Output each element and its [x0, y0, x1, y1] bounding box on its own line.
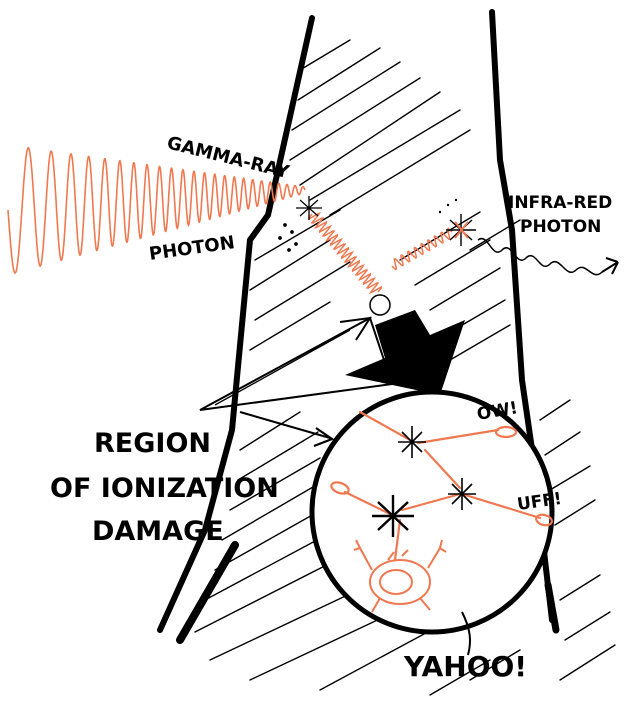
- electron-circle: [370, 295, 390, 315]
- scattered-photon-wave: [309, 213, 452, 292]
- magnifier-pointer: [200, 318, 392, 410]
- photon-out-label: PHOTON: [520, 217, 601, 237]
- photon-in-label: PHOTON: [148, 232, 236, 265]
- infra-red-label: INFRA-RED: [508, 193, 612, 213]
- emission-burst-icon: [439, 199, 476, 246]
- label-infra-red-photon: INFRA-RED PHOTON: [508, 193, 612, 237]
- yahoo-exclamation: YAHOO!: [403, 650, 527, 683]
- label-region: REGION OF IONIZATION DAMAGE: [50, 428, 279, 547]
- region-label-line1: REGION: [94, 428, 211, 459]
- region-label-line2: OF IONIZATION: [50, 473, 279, 504]
- damage-circle: [312, 392, 552, 632]
- region-label-line3: DAMAGE: [92, 516, 224, 547]
